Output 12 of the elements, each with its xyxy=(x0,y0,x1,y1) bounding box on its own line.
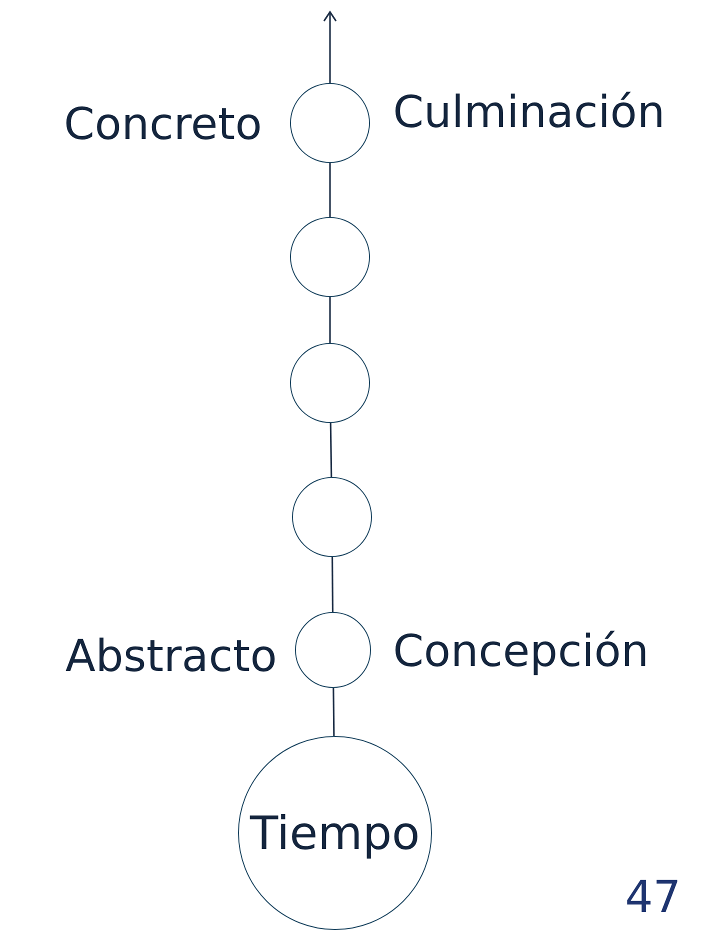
connector-line xyxy=(332,557,334,612)
side-label: Abstracto xyxy=(65,635,277,679)
side-label: Culminación xyxy=(393,91,665,135)
side-label: Concreto xyxy=(64,103,262,147)
connector-line xyxy=(330,422,332,478)
arrow xyxy=(323,11,337,83)
side-label: Concepción xyxy=(393,630,649,674)
circle-label: Tiempo xyxy=(250,806,420,860)
connector-line xyxy=(329,163,331,217)
connector-line xyxy=(329,297,331,343)
connector-line xyxy=(332,688,335,736)
page-number: 47 xyxy=(625,876,681,920)
